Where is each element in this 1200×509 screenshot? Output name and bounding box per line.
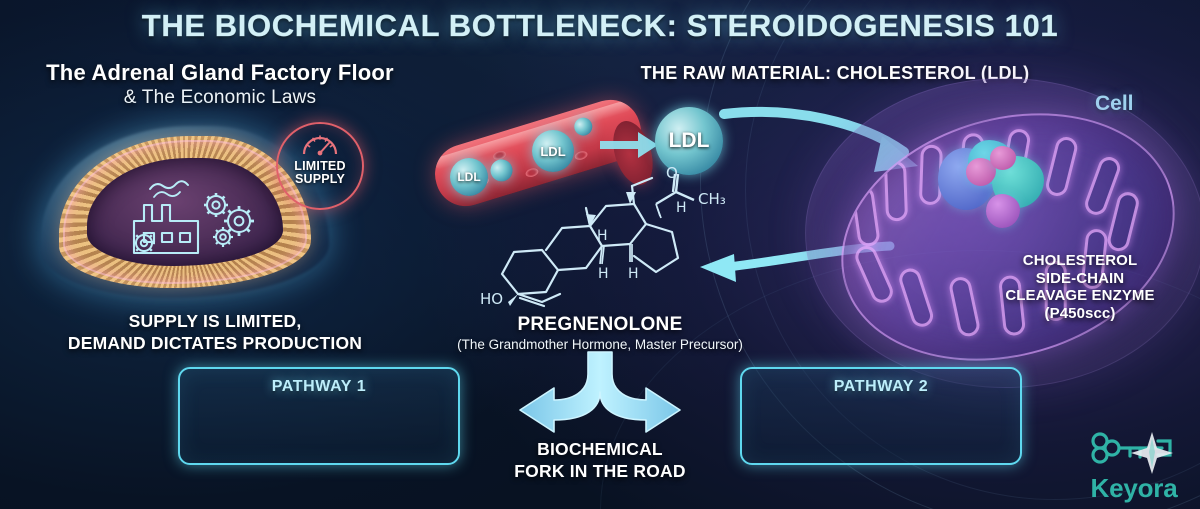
ldl-exit-arrow-icon (600, 132, 658, 158)
atom-label-h: H (676, 200, 687, 216)
enzyme-label: CHOLESTEROL SIDE-CHAIN CLEAVAGE ENZYME (… (962, 252, 1198, 322)
enzyme-subunit (986, 194, 1020, 228)
factory-gears-icon (132, 180, 254, 255)
keyora-wordmark: Keyora (1090, 473, 1178, 503)
adrenal-heading: The Adrenal Gland Factory Floor (46, 60, 394, 85)
fork-caption-line-2: FORK IN THE ROAD (514, 461, 686, 481)
cell-label: Cell (1095, 92, 1134, 115)
blood-vessel-illustration: LDL LDL (427, 92, 660, 214)
page-title: THE BIOCHEMICAL BOTTLENECK: STEROIDOGENE… (141, 8, 1059, 43)
keyora-logo[interactable]: Keyora (1078, 428, 1190, 504)
crista (896, 265, 936, 330)
fork-caption: BIOCHEMICAL FORK IN THE ROAD (430, 438, 770, 482)
enzyme-label-line-3: CLEAVAGE ENZYME (1005, 287, 1155, 304)
adrenal-subheading: & The Economic Laws (123, 87, 317, 108)
red-blood-cell (524, 166, 540, 179)
crista (883, 160, 909, 222)
pregnenolone-subtitle: (The Grandmother Hormone, Master Precurs… (457, 337, 743, 352)
ldl-particle-small (572, 115, 595, 138)
gland-medulla (87, 158, 283, 266)
crista (1043, 134, 1080, 199)
pregnenolone-caption: PREGNENOLONE (The Grandmother Hormone, M… (400, 314, 800, 352)
adrenal-gland-illustration (35, 120, 335, 305)
atom-label-o: O (666, 164, 678, 182)
supply-caption: SUPPLY IS LIMITED, DEMAND DICTATES PRODU… (15, 310, 415, 354)
enzyme-label-line-4: (P450scc) (1044, 304, 1116, 322)
red-blood-cell (573, 149, 589, 162)
badge-line-2: SUPPLY (294, 172, 346, 186)
atom-label-ch3: CH₃ (698, 190, 726, 208)
pregnenolone-molecule-diagram: O CH₃ H H H H HO (480, 164, 726, 308)
limited-supply-badge: LIMITED SUPPLY (276, 122, 364, 210)
supply-caption-line-2: DEMAND DICTATES PRODUCTION (67, 333, 363, 353)
pathway-2-label: PATHWAY 2 (833, 378, 929, 395)
ldl-particle-labeled: LDL (532, 130, 574, 172)
ldl-particle-large: LDL (655, 107, 723, 175)
raw-material-heading: THE RAW MATERIAL: CHOLESTEROL (LDL) (640, 63, 1030, 83)
ldl-particle-small (487, 156, 516, 185)
atom-label-h: H (628, 266, 639, 282)
enzyme-label-line-2: SIDE-CHAIN (1035, 269, 1125, 287)
pathway-1-box[interactable]: PATHWAY 1 (178, 367, 460, 465)
mitochondrion-body (811, 75, 1200, 399)
biochemical-fork-arrow-icon (519, 351, 681, 433)
pathway-1-label: PATHWAY 1 (271, 378, 367, 395)
pathway-2-box[interactable]: PATHWAY 2 (740, 367, 1022, 465)
pregnenolone-name: PREGNENOLONE (517, 314, 683, 335)
p450scc-enzyme-model (938, 140, 1046, 232)
fork-caption-line-1: BIOCHEMICAL (537, 439, 663, 459)
gland-shape (35, 120, 335, 305)
key-sparkle-icon (1091, 432, 1173, 474)
gauge-icon (302, 135, 338, 156)
crista (851, 242, 897, 307)
supply-caption-line-1: SUPPLY IS LIMITED, (128, 311, 302, 331)
enzyme-subunit (990, 146, 1016, 170)
atom-label-h: H (597, 228, 608, 244)
crista (1105, 189, 1142, 254)
enzyme-label-line-1: CHOLESTEROL (1022, 252, 1138, 269)
ldl-particle-labeled: LDL (450, 158, 488, 196)
crista (850, 185, 881, 248)
badge-line-1: LIMITED (294, 159, 346, 173)
atom-label-h: H (598, 266, 609, 282)
atom-label-ho: HO (480, 290, 503, 308)
